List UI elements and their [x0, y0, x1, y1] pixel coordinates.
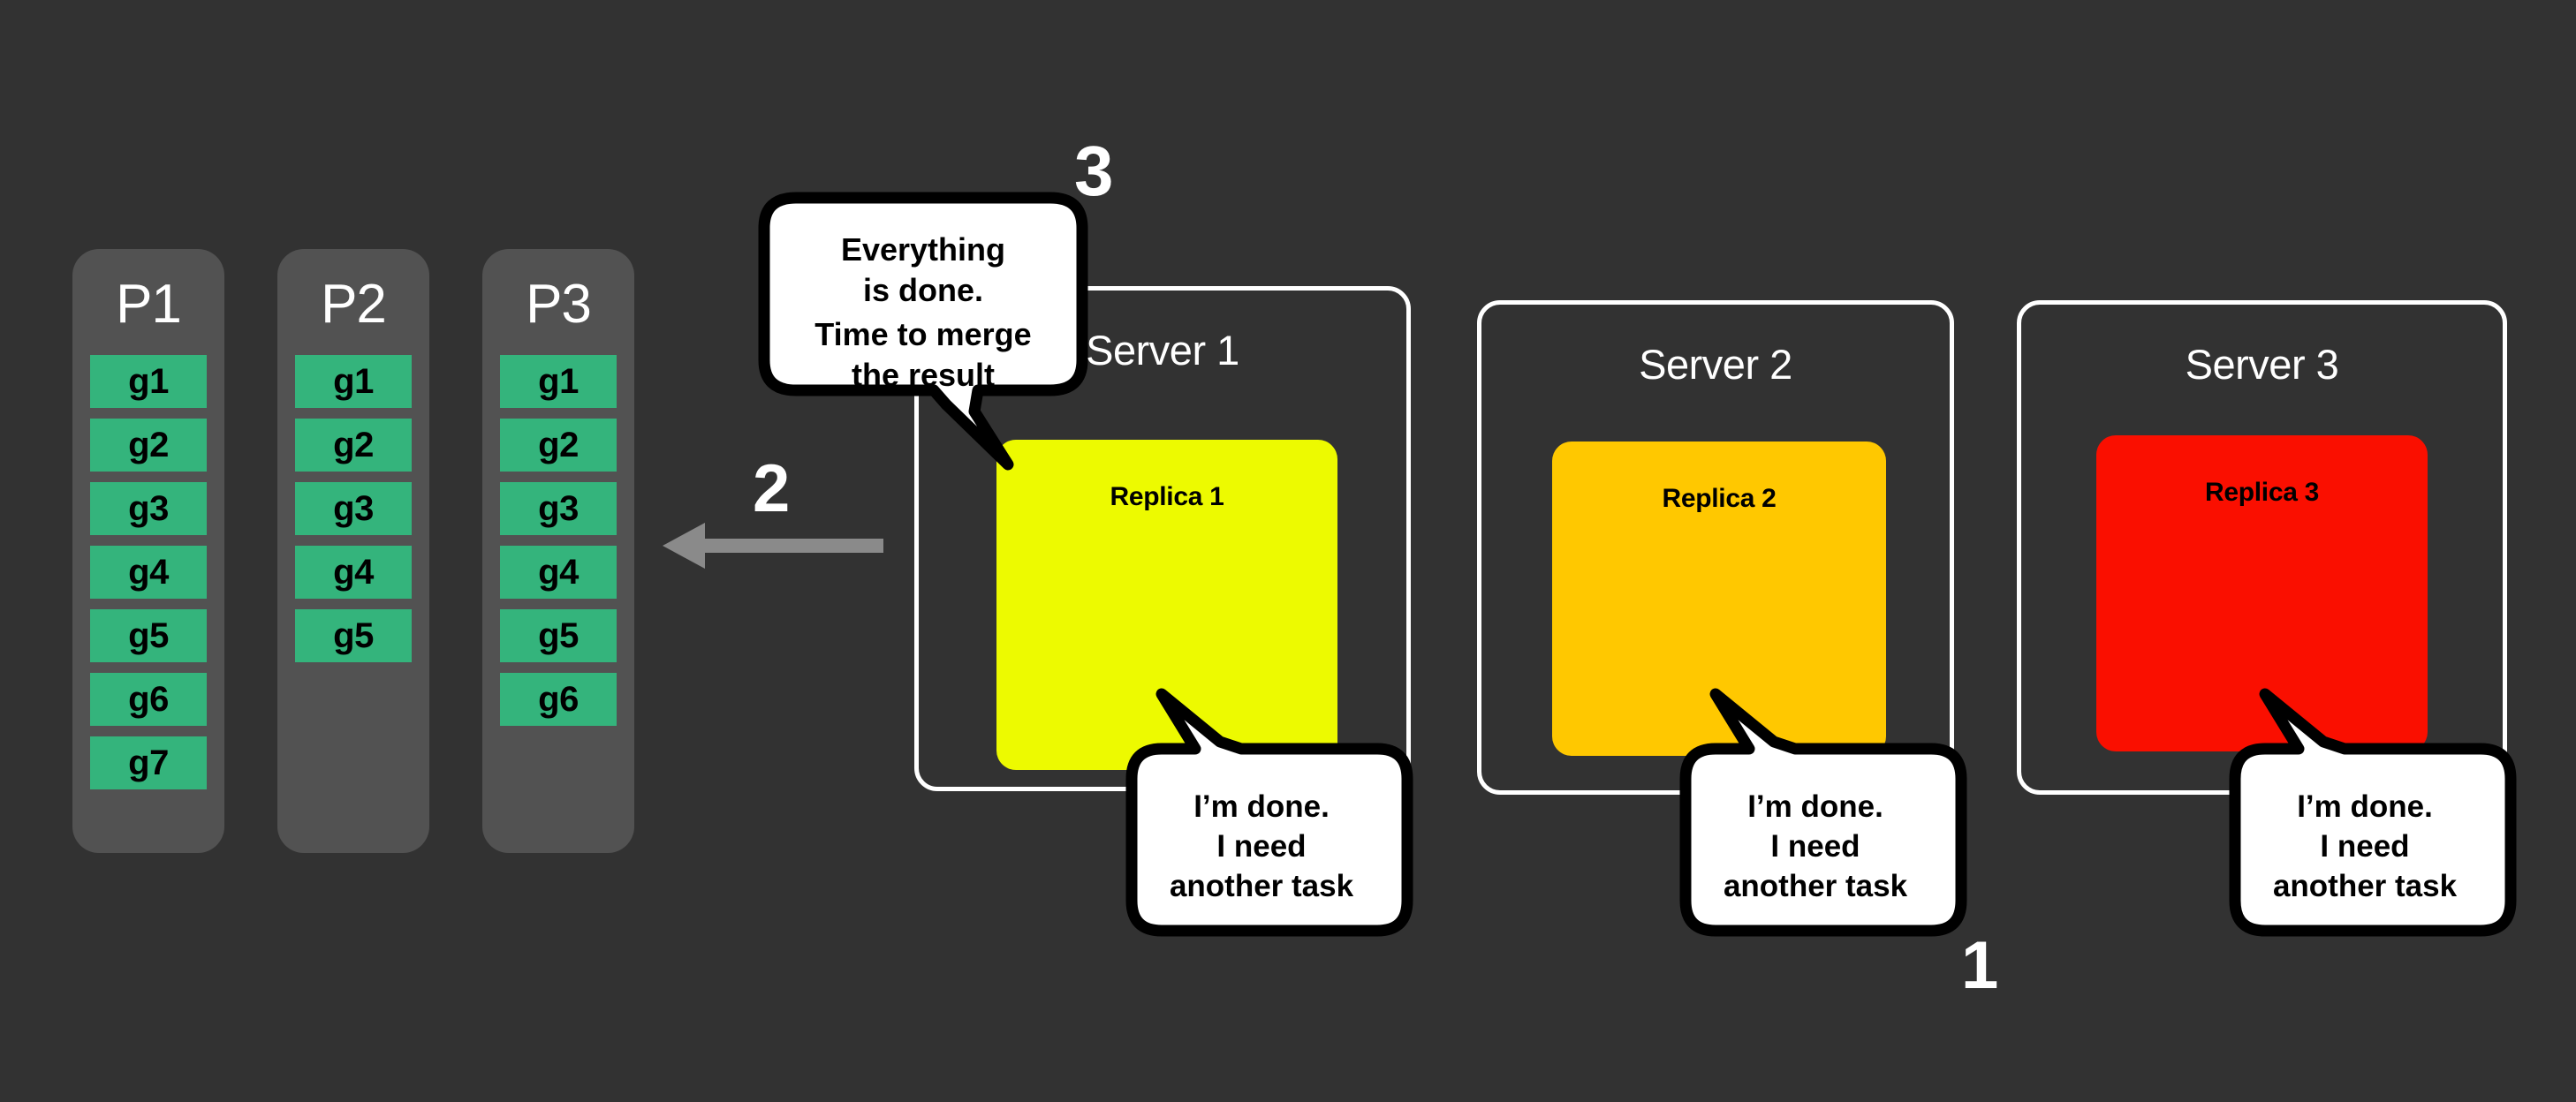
partition-title: P2: [321, 274, 387, 335]
task-block: g1: [90, 355, 207, 408]
partition-column-p3: P3 g1 g2 g3 g4 g5 g6: [482, 249, 634, 853]
step-label-1: 1: [1961, 928, 1999, 1003]
task-block: g4: [90, 546, 207, 599]
task-list: g1 g2 g3 g4 g5 g6: [482, 355, 634, 726]
task-block: g5: [500, 609, 617, 662]
partition-column-p1: P1 g1 g2 g3 g4 g5 g6 g7: [72, 249, 224, 853]
partition-title: P1: [116, 274, 182, 335]
merge-speech-bubble: Everything is done. Time to merge the re…: [746, 184, 1100, 519]
partition-title: P3: [526, 274, 592, 335]
replica-label: Replica 3: [2204, 478, 2320, 507]
task-block: g2: [90, 419, 207, 472]
task-block: g5: [90, 609, 207, 662]
task-block: g3: [295, 482, 412, 535]
task-block: g6: [500, 673, 617, 726]
task-block: g4: [295, 546, 412, 599]
replica-label: Replica 2: [1662, 484, 1777, 513]
task-block: g3: [90, 482, 207, 535]
task-block: g7: [90, 736, 207, 789]
server-box-1: Server 1 Replica 1: [914, 286, 1411, 791]
task-list: g1 g2 g3 g4 g5: [277, 355, 429, 662]
task-block: g4: [500, 546, 617, 599]
bubble-shape-icon: [1125, 688, 1413, 937]
bubble-shape-icon: [2229, 688, 2517, 937]
task-block: g3: [500, 482, 617, 535]
task-block: g1: [500, 355, 617, 408]
merge-arrow-icon: [663, 523, 883, 569]
bubble-text: I’m done. I need another task: [2272, 789, 2458, 903]
step-label-2: 2: [753, 451, 791, 526]
partition-column-p2: P2 g1 g2 g3 g4 g5: [277, 249, 429, 853]
server-title: Server 2: [1639, 341, 1792, 388]
bubble-shape-icon: [1679, 688, 1967, 937]
task-list: g1 g2 g3 g4 g5 g6 g7: [72, 355, 224, 789]
replica-2-speech-bubble: I’m done. I need another task: [1661, 680, 1970, 945]
merge-bubble-line-1: Everything is done.: [840, 231, 1006, 309]
step-label-3: 3: [1074, 132, 1114, 210]
task-block: g2: [295, 419, 412, 472]
replica-3-speech-bubble: I’m done. I need another task: [2210, 680, 2519, 945]
task-block: g6: [90, 673, 207, 726]
task-block: g5: [295, 609, 412, 662]
server-title: Server 3: [2185, 341, 2339, 388]
server-title: Server 1: [1086, 327, 1239, 374]
bubble-text: I’m done. I need another task: [1723, 789, 1908, 903]
task-block: g1: [295, 355, 412, 408]
task-block: g2: [500, 419, 617, 472]
merge-bubble-line-2: Time to merge the result: [814, 316, 1032, 394]
replica-label: Replica 1: [1110, 482, 1224, 511]
replica-1-speech-bubble: I’m done. I need another task: [1107, 680, 1416, 945]
bubble-shape-icon: [758, 192, 1088, 471]
bubble-text: I’m done. I need another task: [1169, 789, 1354, 903]
replica-box-1: Replica 1: [996, 440, 1337, 770]
